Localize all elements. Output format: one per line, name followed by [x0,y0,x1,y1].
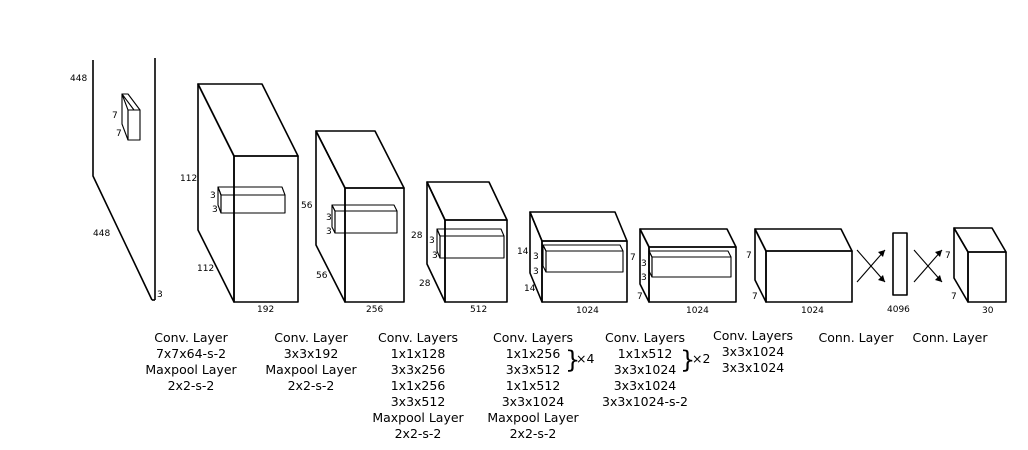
block3-height-label: 28 [411,231,423,241]
block5-width-label: 7 [637,292,643,302]
caption-line: 3x3x1024 [722,360,785,375]
fc-vector: 4096 [887,232,910,315]
repeat-count-x2: ×2 [692,351,710,366]
caption-line: 3x3x256 [391,362,446,377]
caption-line: 2x2-s-2 [395,426,442,441]
input-channels-label: 3 [157,290,163,300]
caption-line: 3x3x192 [284,346,339,361]
input-volume: 448 448 3 7 7 [70,58,163,301]
output-width-label: 7 [951,292,957,302]
caption-line: 7x7x64-s-2 [156,346,226,361]
caption-line: 1x1x128 [391,346,446,361]
block1-height-label: 112 [180,174,197,184]
output-height-label: 7 [945,251,951,261]
caption-line: Maxpool Layer [487,410,579,425]
block3-volume: 28 28 512 3 3 [411,181,508,315]
block4-kernel-w-label: 3 [533,267,539,277]
block2-width-label: 56 [316,271,328,281]
caption-layer7: Conn. Layer [818,330,894,345]
fc-size-label: 4096 [887,305,910,315]
repeat-brace-icon: } [565,346,580,374]
fc-connection-arrows-2 [913,249,943,283]
caption-line: Conv. Layers [713,328,793,343]
caption-layer6: Conv. Layers 3x3x1024 3x3x1024 [713,328,793,375]
block3-width-label: 28 [419,279,431,289]
caption-line: 1x1x512 [506,378,561,393]
caption-line: Conn. Layer [818,330,894,345]
caption-line: 3x3x1024 [502,394,565,409]
caption-line: 1x1x256 [506,346,561,361]
block3-kernel-h-label: 3 [429,236,435,246]
block4-width-label: 14 [524,284,536,294]
caption-line: Maxpool Layer [372,410,464,425]
block2-channels-label: 256 [366,305,383,315]
output-channels-label: 30 [982,306,994,316]
block4-kernel-h-label: 3 [533,252,539,262]
input-kernel-h-label: 7 [112,111,118,121]
block3-kernel-w-label: 3 [432,251,438,261]
caption-line: 1x1x512 [618,346,673,361]
block2-volume: 56 56 256 3 3 [301,130,405,315]
input-width-label: 448 [93,229,110,239]
caption-line: 3x3x512 [506,362,561,377]
block5-volume: 7 7 1024 3 3 [630,228,737,316]
block1-width-label: 112 [197,264,214,274]
caption-line: 2x2-s-2 [168,378,215,393]
block4-height-label: 14 [517,247,529,257]
caption-line: Conv. Layer [274,330,348,345]
caption-layer4: Conv. Layers 1x1x256 3x3x512 1x1x512 3x3… [487,330,594,441]
repeat-brace-icon: } [680,346,695,374]
input-height-label: 448 [70,74,87,84]
fc-connection-arrows-1 [856,249,886,283]
caption-line: 3x3x1024 [722,344,785,359]
caption-line: 2x2-s-2 [510,426,557,441]
block1-kernel-h-label: 3 [210,191,216,201]
caption-layer1: Conv. Layer 7x7x64-s-2 Maxpool Layer 2x2… [145,330,237,393]
caption-line: Conv. Layers [605,330,685,345]
block3-channels-label: 512 [470,305,487,315]
block5-kernel-w-label: 3 [641,273,647,283]
caption-line: 2x2-s-2 [288,378,335,393]
input-kernel-w-label: 7 [116,129,122,139]
caption-line: Conv. Layers [378,330,458,345]
block2-kernel-w-label: 3 [326,227,332,237]
repeat-count-x4: ×4 [576,351,594,366]
block5-height-label: 7 [630,253,636,263]
caption-line: 3x3x1024 [614,378,677,393]
block1-volume: 112 112 192 3 3 [180,83,299,315]
block5-channels-label: 1024 [686,306,709,316]
block5-kernel-h-label: 3 [641,259,647,269]
caption-line: Conv. Layer [154,330,228,345]
caption-line: Conv. Layers [493,330,573,345]
block6-channels-label: 1024 [801,306,824,316]
caption-layer5: Conv. Layers 1x1x512 3x3x1024 3x3x1024 3… [602,330,710,409]
caption-line: 1x1x256 [391,378,446,393]
block2-height-label: 56 [301,201,313,211]
output-volume: 7 7 30 [945,227,1007,316]
caption-line: 3x3x1024-s-2 [602,394,688,409]
block4-channels-label: 1024 [576,306,599,316]
block6-width-label: 7 [752,292,758,302]
caption-line: Maxpool Layer [145,362,237,377]
block6-volume: 7 7 1024 [746,228,853,316]
caption-line: 3x3x1024 [614,362,677,377]
block1-channels-label: 192 [257,305,274,315]
caption-line: Conn. Layer [912,330,988,345]
block2-kernel-h-label: 3 [326,213,332,223]
block1-kernel-w-label: 3 [212,205,218,215]
block6-height-label: 7 [746,251,752,261]
caption-line: 3x3x512 [391,394,446,409]
caption-layer2: Conv. Layer 3x3x192 Maxpool Layer 2x2-s-… [265,330,357,393]
caption-layer8: Conn. Layer [912,330,988,345]
block4-volume: 14 14 1024 3 3 [517,211,628,316]
caption-line: Maxpool Layer [265,362,357,377]
caption-layer3: Conv. Layers 1x1x128 3x3x256 1x1x256 3x3… [372,330,464,441]
